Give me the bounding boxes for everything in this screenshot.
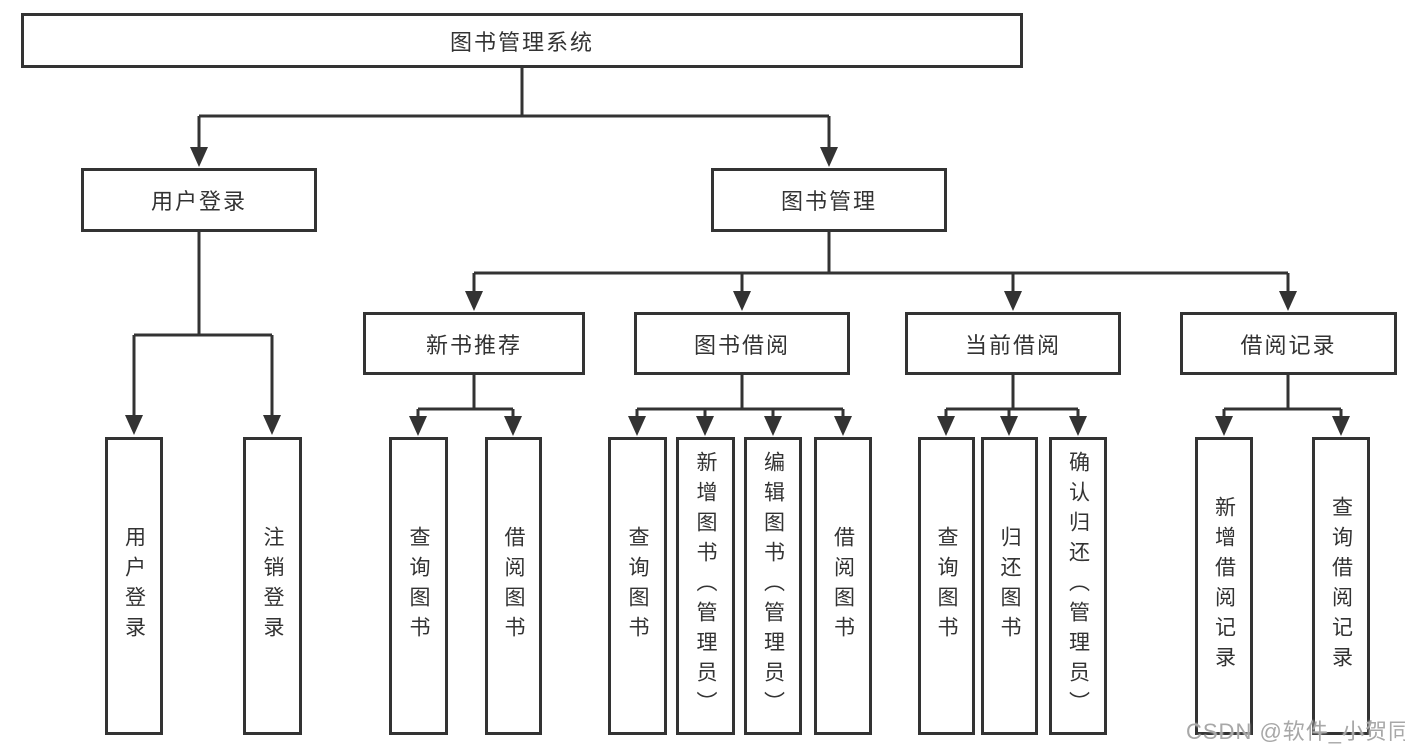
leaf-label: 查询图书 [407,526,431,646]
branch-box-book-management: 图书管理 [711,168,947,232]
root-label: 图书管理系统 [449,29,594,55]
branch-box-new-book-recommend: 新书推荐 [363,312,585,375]
leaf-label: 新增借阅记录 [1212,496,1236,676]
connector-stems [132,68,1343,417]
branch-box-user-login: 用户登录 [81,168,317,232]
leaf-label: 借阅图书 [831,526,855,646]
leaf-box-query-borrow-record: 查询借阅记录 [1312,437,1370,735]
connector-arrowheads [125,147,1350,436]
leaf-label: 查询图书 [935,526,959,646]
branch-label: 当前借阅 [964,332,1061,358]
leaf-label: 编辑图书（管理员） [761,451,785,721]
branch-box-current-borrowing: 当前借阅 [905,312,1121,375]
leaf-label: 查询图书 [626,526,650,646]
leaf-box-borrow-books-1: 借阅图书 [485,437,542,735]
leaf-box-query-books-3: 查询图书 [918,437,975,735]
leaf-label: 注销登录 [261,526,285,646]
branch-box-borrowing-records: 借阅记录 [1180,312,1397,375]
leaf-label: 查询借阅记录 [1329,496,1353,676]
leaf-label: 用户登录 [122,526,146,646]
branch-label: 借阅记录 [1240,332,1337,358]
leaf-box-query-books-2: 查询图书 [608,437,667,735]
leaf-label: 新增图书（管理员） [694,451,718,721]
leaf-box-return-book: 归还图书 [981,437,1038,735]
leaf-box-confirm-return-admin: 确认归还（管理员） [1049,437,1107,735]
branch-label: 图书管理 [780,189,877,214]
leaf-box-logout: 注销登录 [243,437,302,735]
branch-label: 新书推荐 [425,332,522,358]
leaf-box-add-borrow-record: 新增借阅记录 [1195,437,1253,735]
leaf-box-query-books-1: 查询图书 [389,437,448,735]
branch-box-book-borrowing: 图书借阅 [634,312,850,375]
leaf-box-borrow-books-2: 借阅图书 [814,437,872,735]
leaf-box-user-login: 用户登录 [105,437,163,735]
root-box-library-management-system: 图书管理系统 [21,13,1023,68]
leaf-box-edit-book-admin: 编辑图书（管理员） [744,437,802,735]
leaf-box-add-book-admin: 新增图书（管理员） [676,437,735,735]
leaf-label: 借阅图书 [502,526,526,646]
watermark: CSDN @软件_小贺同学 [1186,719,1405,744]
branch-label: 图书借阅 [693,332,790,358]
leaf-label: 归还图书 [998,526,1022,646]
leaf-label: 确认归还（管理员） [1066,451,1090,721]
branch-label: 用户登录 [150,189,247,214]
